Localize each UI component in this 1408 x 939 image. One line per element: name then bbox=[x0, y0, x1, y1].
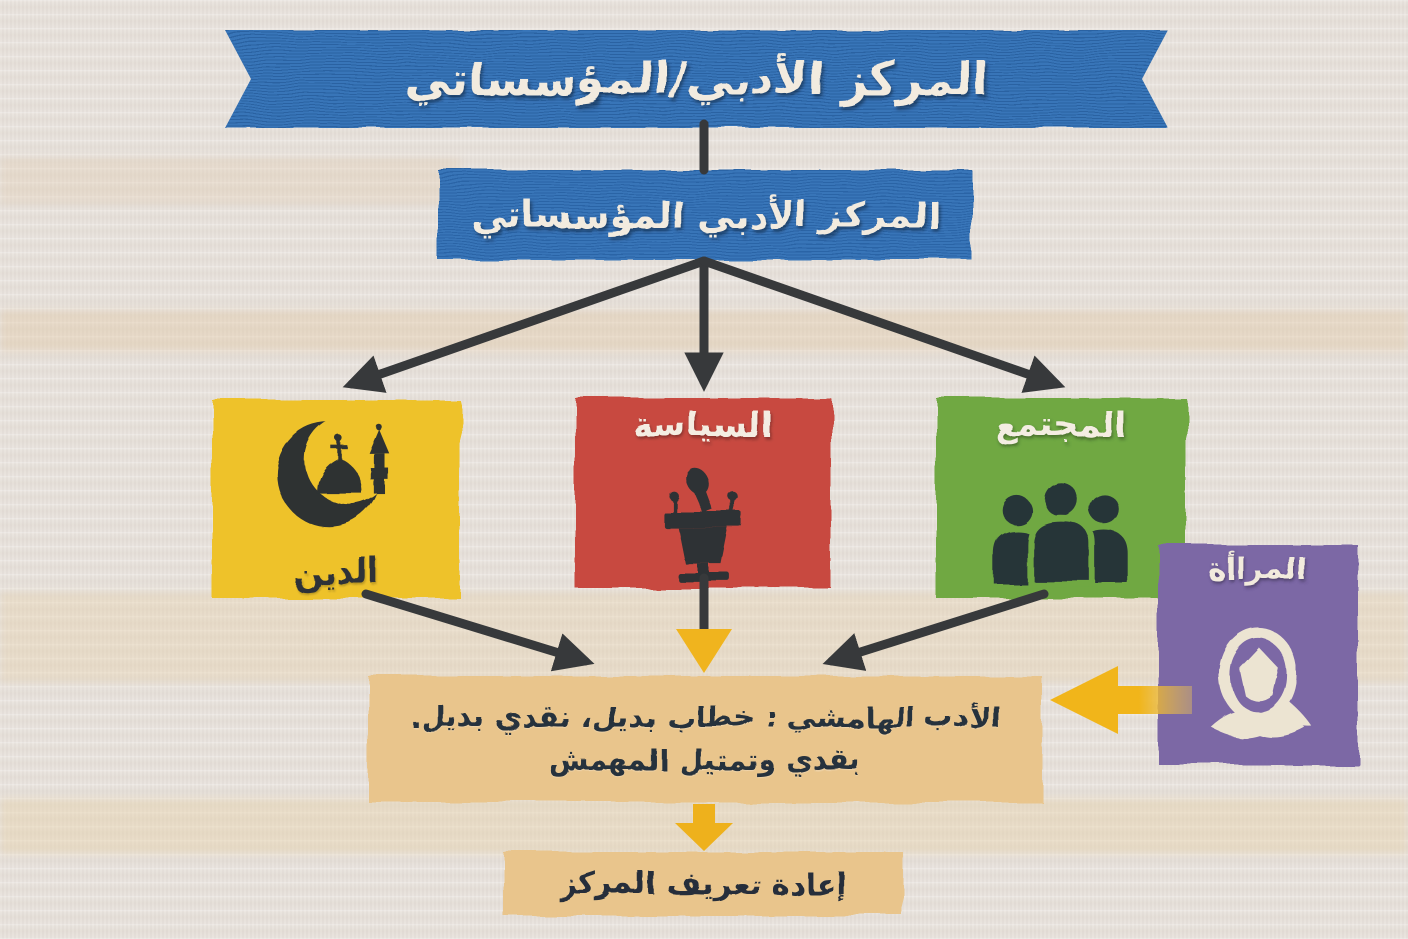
node-women: المراأة bbox=[1158, 545, 1358, 764]
arrow-root-to-religion bbox=[342, 256, 709, 393]
final-box-label: إعادة تعريف المركز bbox=[559, 866, 847, 902]
node-religion-label: الدين bbox=[292, 552, 380, 592]
node-politics: السياسة bbox=[575, 398, 831, 588]
node-religion: الدين bbox=[212, 400, 460, 598]
arrow-politics-to-result-head bbox=[676, 629, 732, 673]
result-box: الأدب الهامشي : خطاب بديل، نقدي بديل. بق… bbox=[368, 676, 1042, 802]
final-box: إعادة تعريف المركز bbox=[503, 852, 903, 916]
result-line-2: بقدي وتمتيل المهمش bbox=[548, 743, 862, 777]
root-node-label: المركز الأدبي المؤسساتي bbox=[470, 193, 940, 237]
node-women-label: المراأة bbox=[1208, 553, 1308, 588]
paper-texture-band bbox=[0, 310, 1408, 352]
paper-texture-band bbox=[0, 158, 460, 204]
diagram-title: المركز الأدبي/المؤسساتي bbox=[404, 52, 989, 106]
arrow-religion-to-result bbox=[361, 589, 595, 672]
hijab-woman-icon bbox=[1188, 614, 1328, 758]
title-ribbon: المركز الأدبي/المؤسساتي bbox=[225, 30, 1168, 128]
node-politics-label: السياسة bbox=[633, 406, 773, 446]
node-society: المجتمع bbox=[936, 398, 1186, 598]
result-line-1: الأدب الهامشي : خطاب بديل، نقدي بديل. bbox=[409, 699, 1001, 734]
mosque-crescent-icon bbox=[265, 406, 407, 552]
root-node: المركز الأدبي المؤسساتي bbox=[438, 170, 972, 260]
paper-texture-band bbox=[0, 798, 1408, 854]
arrow-root-to-society bbox=[699, 256, 1066, 393]
podium-microphone-icon bbox=[637, 452, 769, 588]
arrow-society-to-result bbox=[822, 589, 1049, 671]
node-society-label: المجتمع bbox=[995, 406, 1127, 446]
people-group-icon bbox=[977, 472, 1145, 592]
arrow-result-to-final bbox=[675, 804, 733, 851]
